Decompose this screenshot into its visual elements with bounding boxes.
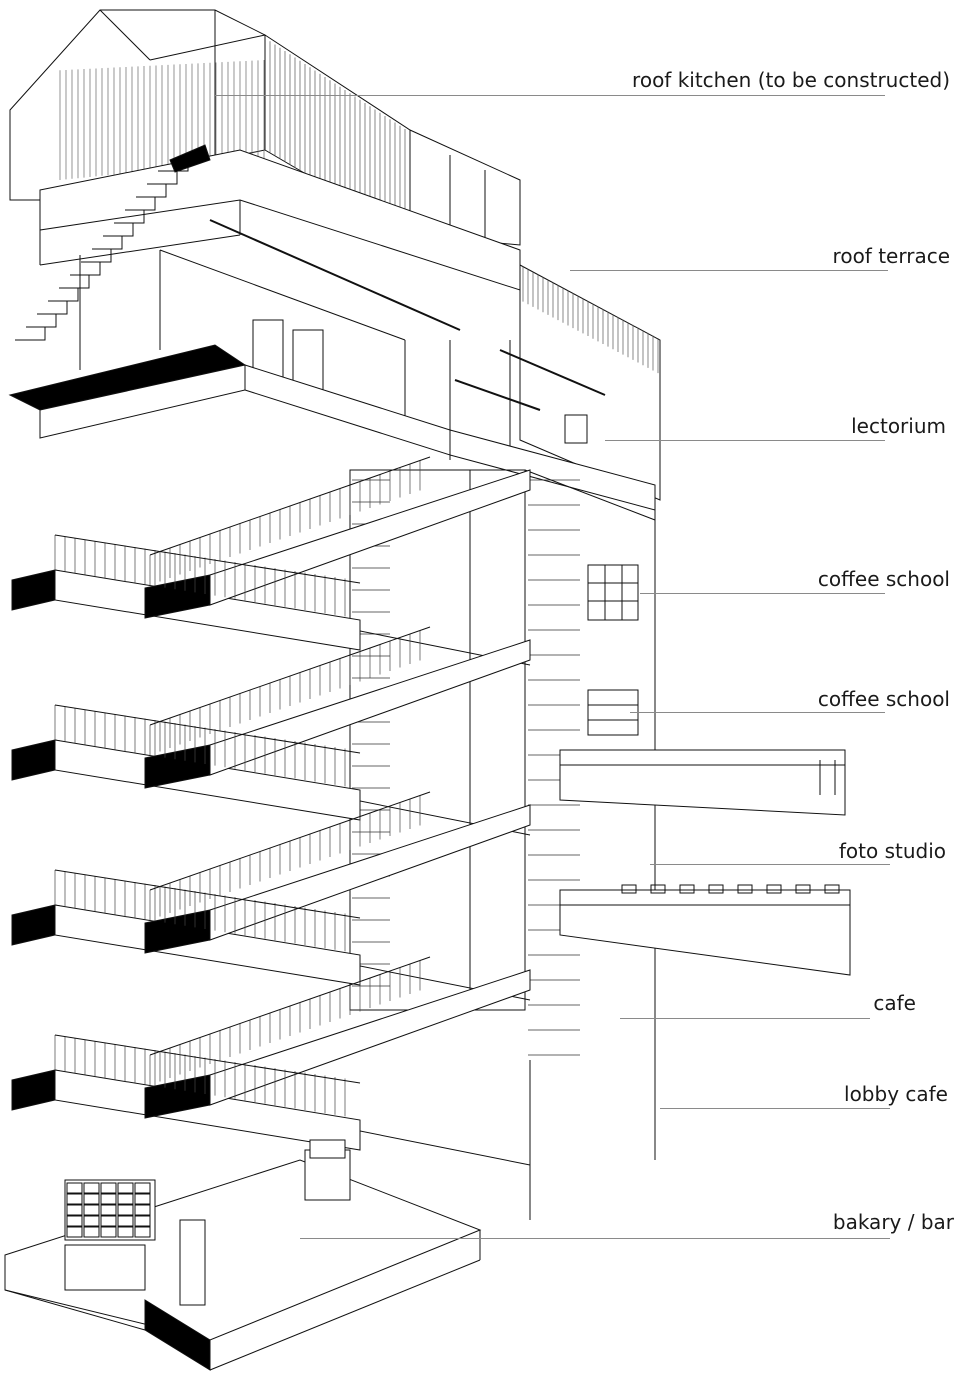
leader-line-coffee-school-lower (630, 712, 885, 713)
bar-stool (679, 884, 695, 894)
stair-flight (209, 804, 531, 941)
shelf-cell (100, 1226, 117, 1238)
stair-step (26, 314, 57, 328)
stair-flight (209, 969, 531, 1106)
stair-step (70, 262, 101, 276)
shelf-cell (66, 1182, 83, 1194)
shelf-cell (66, 1226, 83, 1238)
shelf-cell (66, 1204, 83, 1216)
shelf-cell (83, 1215, 100, 1227)
stair-landing (169, 144, 211, 173)
leader-line-lectorium (605, 440, 885, 441)
stair-step (125, 197, 156, 211)
stair-step (37, 301, 68, 315)
handrail (149, 626, 431, 726)
shelf-cell (83, 1193, 100, 1205)
slab-edge (11, 1069, 56, 1111)
handrail (54, 869, 361, 919)
label-coffee-school-lower: coffee school (817, 687, 950, 711)
stair-step (81, 249, 112, 263)
shelf-cell (117, 1215, 134, 1227)
handrail (54, 534, 361, 584)
slab (54, 1069, 361, 1151)
handrail (54, 704, 361, 754)
label-roof-kitchen: roof kitchen (to be constructed) (632, 68, 950, 92)
leader-line-coffee-school-upper (640, 593, 885, 594)
handrail (149, 456, 431, 556)
bar-stool (737, 884, 753, 894)
shelf-cell (117, 1226, 134, 1238)
shelf-cell (100, 1182, 117, 1194)
shelf-cell (134, 1182, 151, 1194)
label-bakary-bar: bakary / bar (832, 1210, 954, 1234)
shelf-cell (100, 1204, 117, 1216)
shelf-cell (100, 1215, 117, 1227)
leader-line-cafe (620, 1018, 870, 1019)
slab-edge (11, 739, 56, 781)
leader-line-foto-studio (650, 864, 890, 865)
stair-step (15, 327, 46, 341)
shelf-cell (83, 1226, 100, 1238)
leader-line-lobby-cafe (660, 1108, 890, 1109)
stair-step (147, 171, 178, 185)
leader-line-bakary-bar (300, 1238, 890, 1239)
shelf-cell (83, 1204, 100, 1216)
shelf-cell (134, 1193, 151, 1205)
shelf-cell (117, 1182, 134, 1194)
label-foto-studio: foto studio (838, 839, 946, 863)
stair-step (92, 236, 123, 250)
lectorium-volume (8, 219, 656, 511)
bar-stool (708, 884, 724, 894)
bakery-ground-floor (4, 1139, 482, 1371)
leader-line-roof-terrace (570, 270, 888, 271)
handrail (149, 956, 431, 1056)
stair-step (59, 275, 90, 289)
cantilever-boxes (559, 749, 851, 976)
shelf-cell (134, 1204, 151, 1216)
roof-stair (15, 144, 211, 341)
floor-slabs (11, 456, 531, 1166)
shelf-cell (117, 1193, 134, 1205)
bar-stool (650, 884, 666, 894)
slab-edge (11, 904, 56, 946)
stair-step (114, 210, 145, 224)
bar-stool (795, 884, 811, 894)
label-cafe: cafe (873, 991, 916, 1015)
label-lectorium: lectorium (851, 414, 946, 438)
stair-step (103, 223, 134, 237)
stair-step (48, 288, 79, 302)
stair-flight (209, 639, 531, 776)
label-roof-terrace: roof terrace (832, 244, 950, 268)
shelf-cell (134, 1215, 151, 1227)
bar-stool (621, 884, 637, 894)
handrail (149, 791, 431, 891)
stair-step (136, 184, 167, 198)
label-coffee-school-upper: coffee school (817, 567, 950, 591)
label-lobby-cafe: lobby cafe (844, 1082, 948, 1106)
shelf-cell (117, 1204, 134, 1216)
central-tower (349, 469, 656, 1220)
slab-edge (11, 569, 56, 611)
shelf-cell (100, 1193, 117, 1205)
leader-line-roof-kitchen (215, 95, 885, 96)
slab (54, 569, 361, 651)
shelf-cell (83, 1182, 100, 1194)
roof-terrace-slab (39, 149, 661, 501)
bar-stool (824, 884, 840, 894)
bar-stool (766, 884, 782, 894)
shelf-cell (66, 1193, 83, 1205)
stair-flight (209, 469, 531, 606)
handrail (54, 1034, 361, 1084)
shelf-cell (66, 1215, 83, 1227)
shelf-cell (134, 1226, 151, 1238)
